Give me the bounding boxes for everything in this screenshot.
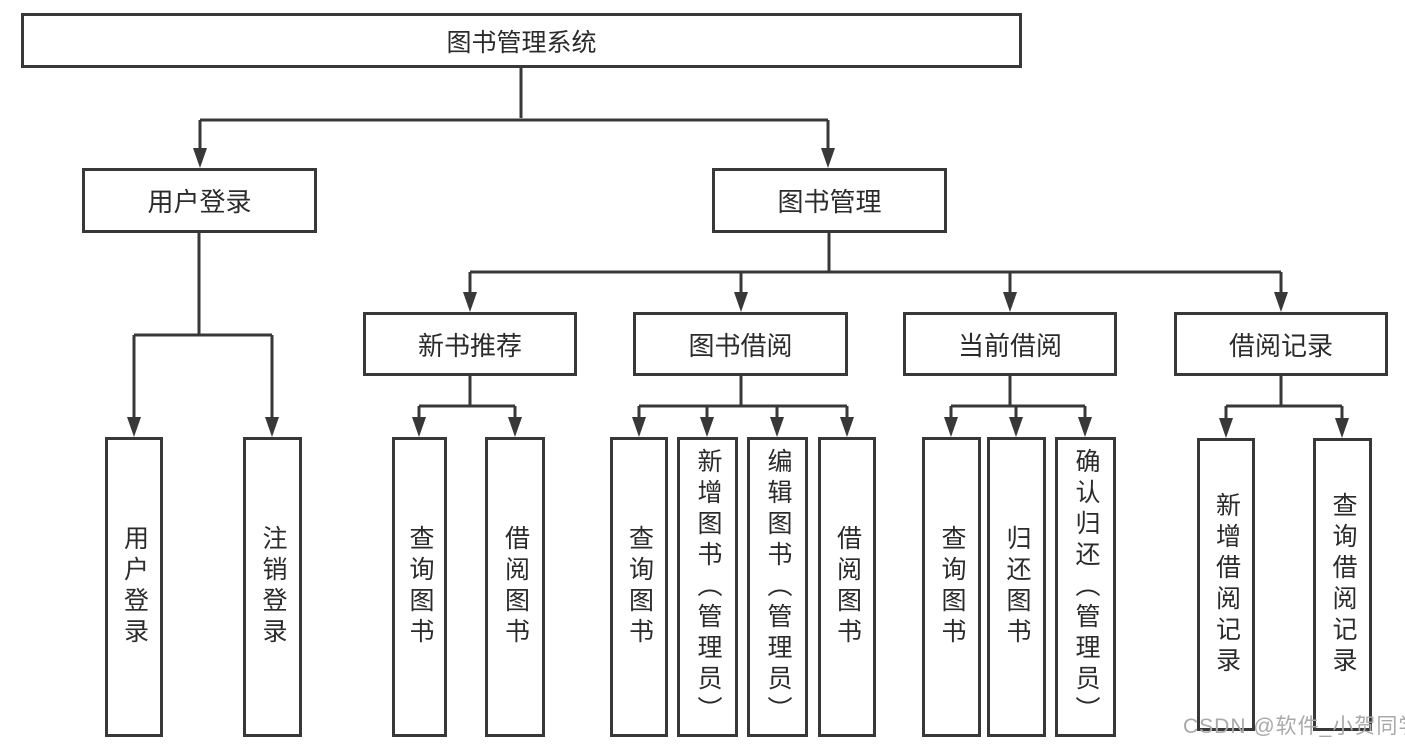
leaf-label: 确认归还（管理员）: [1072, 447, 1100, 727]
node-label: 用户登录: [147, 187, 252, 217]
node-label: 借阅记录: [1228, 330, 1333, 361]
node-label: 图书管理: [777, 187, 882, 217]
leaf-edit-book-admin: 编辑图书（管理员）: [747, 437, 808, 737]
leaf-label: 借阅图书: [501, 525, 530, 649]
leaf-label: 查询借阅记录: [1329, 491, 1357, 678]
leaf-label: 新增借阅记录: [1212, 491, 1241, 678]
node-library-management-system: 图书管理系统: [21, 13, 1022, 68]
leaf-add-book-admin: 新增图书（管理员）: [677, 437, 738, 737]
node-label: 当前借阅: [957, 330, 1062, 361]
leaf-label: 注销登录: [259, 525, 287, 649]
leaf-label: 查询图书: [938, 525, 966, 649]
leaf-label: 用户登录: [120, 525, 149, 649]
node-label: 图书借阅: [688, 330, 793, 361]
leaf-label: 新增图书（管理员）: [694, 447, 722, 727]
leaf-borrow-books: 借阅图书: [485, 437, 545, 737]
leaf-query-borrow-record: 查询借阅记录: [1313, 438, 1372, 731]
tree-edges: [132, 68, 1344, 420]
node-user-login: 用户登录: [82, 168, 317, 233]
arrowheads: [127, 148, 1349, 438]
leaf-query-books: 查询图书: [922, 437, 981, 737]
leaf-label: 编辑图书（管理员）: [764, 447, 792, 727]
node-current-borrow: 当前借阅: [903, 312, 1117, 376]
leaf-query-books: 查询图书: [392, 437, 447, 737]
leaf-label: 归还图书: [1003, 525, 1031, 649]
leaf-label: 查询图书: [625, 525, 654, 649]
leaf-label: 查询图书: [406, 525, 434, 649]
leaf-return-book: 归还图书: [987, 437, 1046, 737]
leaf-add-borrow-record: 新增借阅记录: [1197, 438, 1255, 731]
node-label: 新书推荐: [417, 330, 522, 361]
leaf-label: 借阅图书: [833, 525, 862, 649]
csdn-watermark: CSDN @软件_小贺同学: [1183, 715, 1405, 738]
leaf-confirm-return-admin: 确认归还（管理员）: [1055, 437, 1116, 737]
leaf-logout: 注销登录: [243, 437, 302, 737]
node-borrow-record: 借阅记录: [1174, 312, 1388, 376]
node-book-borrow: 图书借阅: [633, 312, 848, 376]
leaf-query-books: 查询图书: [610, 437, 668, 737]
leaf-borrow-books: 借阅图书: [818, 437, 876, 737]
leaf-user-login: 用户登录: [105, 437, 163, 737]
node-book-management: 图书管理: [712, 168, 947, 233]
node-new-book-recommend: 新书推荐: [363, 312, 577, 376]
node-label: 图书管理系统: [446, 28, 597, 57]
